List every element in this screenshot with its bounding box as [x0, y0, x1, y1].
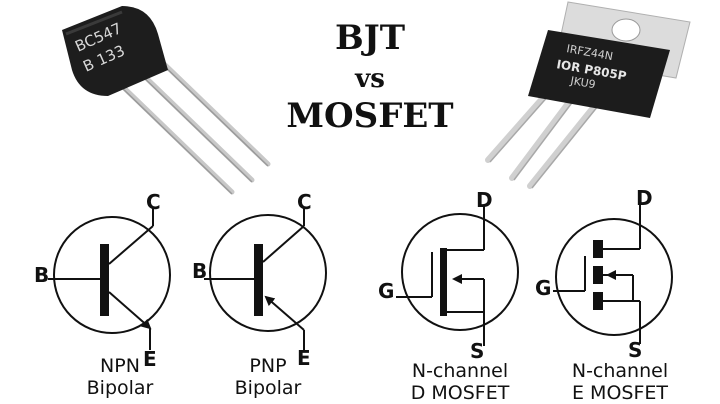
- pnp-collector-lead: [262, 225, 305, 263]
- mosfet-marking-3: JKU9: [568, 74, 596, 91]
- mosfet-photo: IRFZ44N IOR P805P JKU9: [485, 1, 691, 189]
- ne-circle: [555, 218, 673, 336]
- npn-emitter-lead: [108, 291, 152, 330]
- npn-pin-e: E: [143, 347, 157, 371]
- pnp-base-bar: [254, 244, 263, 316]
- ne-pin-d: D: [636, 186, 653, 210]
- nd-mosfet-symbol: [396, 206, 519, 346]
- ne-mosfet-symbol: [553, 204, 673, 344]
- npn-collector-lead: [108, 225, 154, 265]
- nd-circle: [401, 213, 519, 331]
- bjt-body: [62, 6, 168, 96]
- nd-caption-line-1: N-channel: [411, 360, 509, 382]
- npn-pin-c: C: [146, 190, 161, 214]
- pnp-caption-line-2: Bipolar: [234, 377, 302, 399]
- pnp-pin-b: B: [192, 259, 208, 283]
- pnp-caption-line-1: PNP: [249, 355, 287, 377]
- ne-channel-seg-1: [593, 240, 603, 258]
- npn-circle: [53, 216, 171, 334]
- npn-symbol: [48, 208, 171, 350]
- pnp-emitter-lead: [264, 295, 305, 331]
- ne-channel-seg-2: [593, 266, 603, 284]
- title-vs: vs: [355, 64, 385, 94]
- nd-pin-d: D: [476, 188, 493, 212]
- bjt-leads: [115, 55, 271, 195]
- mosfet-leads: [485, 89, 599, 189]
- pnp-pin-c: C: [297, 190, 312, 214]
- bjt-leads-shade: [117, 59, 269, 195]
- bjt-photo: BC547 B 133: [62, 6, 271, 195]
- ne-channel-seg-3: [593, 292, 603, 310]
- ne-caption-line-1: N-channel: [571, 360, 669, 382]
- pnp-pin-e: E: [297, 346, 311, 370]
- npn-caption-line-2: Bipolar: [86, 377, 154, 399]
- ne-pin-g: G: [535, 276, 552, 300]
- ne-caption-line-2: E MOSFET: [572, 382, 668, 404]
- ne-pin-s: S: [628, 338, 643, 362]
- pnp-symbol: [204, 208, 327, 352]
- pnp-circle: [209, 214, 327, 332]
- npn-base-bar: [100, 244, 109, 316]
- ne-caption: N-channel E MOSFET: [545, 360, 695, 404]
- npn-pin-b: B: [34, 263, 50, 287]
- npn-caption: NPN Bipolar: [60, 355, 180, 399]
- mosfet-body: [528, 30, 670, 118]
- npn-caption-line-1: NPN: [100, 355, 140, 377]
- title-bjt: BJT: [334, 18, 406, 58]
- nd-pin-s: S: [470, 339, 485, 363]
- nd-channel: [440, 248, 447, 316]
- nd-caption: N-channel D MOSFET: [385, 360, 535, 404]
- nd-caption-line-2: D MOSFET: [410, 382, 510, 404]
- pnp-caption: PNP Bipolar: [208, 355, 328, 399]
- title-mosfet: MOSFET: [286, 96, 454, 136]
- nd-pin-g: G: [378, 279, 395, 303]
- mosfet-tab-hole: [611, 18, 641, 42]
